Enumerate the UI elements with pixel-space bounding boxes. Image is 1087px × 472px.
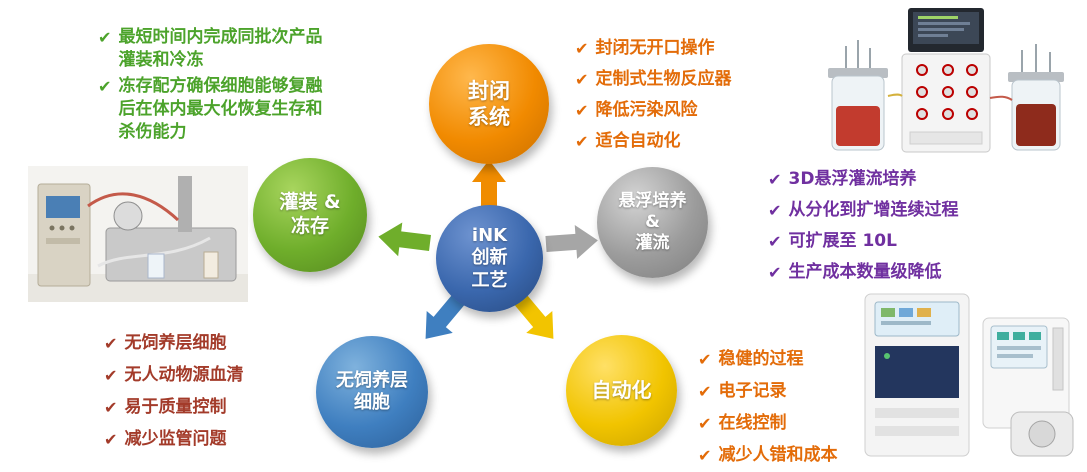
filling-console — [37, 183, 91, 287]
check-icon: ✔ — [575, 39, 589, 58]
bioreactor-cabinet — [901, 53, 991, 153]
node-closed-system: 封闭 系统 — [429, 44, 549, 164]
node-label-line: 灌装 & — [279, 191, 341, 214]
node-feeder-free: 无饲养层 细胞 — [316, 336, 428, 448]
benefit-item: ✔ 生产成本数量级降低 — [768, 261, 959, 284]
arrow-to-suspension — [545, 224, 598, 259]
benefit-item: ✔ 可扩展至 10L — [768, 230, 959, 253]
benefit-item: ✔ 减少人错和成本 — [698, 444, 838, 467]
check-icon: ✔ — [575, 100, 589, 120]
arrow-to-fill-freeze — [378, 222, 431, 257]
node-fill-freeze: 灌装 & 冻存 — [253, 158, 367, 272]
benefit-item: ✔ 在线控制 — [698, 412, 838, 435]
check-icon: ✔ — [698, 350, 712, 369]
benefit-text: 无饲养层细胞 — [124, 333, 227, 353]
benefit-text: 减少人错和成本 — [718, 444, 838, 465]
check-icon: ✔ — [98, 28, 112, 47]
node-label-line: 系统 — [468, 105, 510, 129]
benefit-item: ✔ 降低污染风险 — [575, 99, 732, 122]
benefit-item: ✔ 3D悬浮灌流培养 — [768, 168, 959, 191]
node-suspension-perfusion: 悬浮培养 & 灌流 — [597, 167, 708, 278]
hub-label-line: 创新 — [471, 247, 508, 269]
node-label-line: 灌流 — [635, 233, 670, 254]
node-label-line: 冻存 — [290, 215, 329, 237]
benefit-text: 最短时间内完成同批次产品灌装和冷冻 — [118, 27, 323, 70]
benefit-item: ✔ 最短时间内完成同批次产品灌装和冷冻 — [98, 26, 348, 72]
feeder-free-benefits-list: ✔ 无饲养层细胞 ✔ 无人动物源血清 ✔ 易于质量控制 ✔ 减少监管问题 — [104, 332, 244, 451]
benefit-text: 定制式生物反应器 — [595, 68, 732, 89]
node-automation: 自动化 — [566, 335, 677, 446]
benefit-item: ✔ 无人动物源血清 — [104, 364, 244, 387]
node-label-line: 细胞 — [354, 392, 390, 413]
benefit-text: 从分化到扩增连续过程 — [788, 199, 959, 220]
arrow-to-feeder-free — [425, 293, 466, 339]
hub-ink-process: iNK 创新 工艺 — [436, 205, 543, 312]
benefit-text: 稳健的过程 — [718, 349, 804, 369]
benefit-text: 冻存配方确保细胞能够复融后在体内最大化恢复生存和杀伤能力 — [118, 75, 323, 142]
check-icon: ✔ — [104, 365, 118, 385]
node-label-line: 自动化 — [591, 378, 652, 402]
benefit-text: 3D悬浮灌流培养 — [788, 169, 917, 189]
node-label-line: 封闭 — [468, 78, 510, 103]
check-icon: ✔ — [698, 413, 712, 433]
automation-instrument-left — [864, 293, 970, 457]
benefit-text: 在线控制 — [718, 412, 787, 433]
benefit-item: ✔ 稳健的过程 — [698, 348, 838, 371]
filling-machine-photo — [28, 166, 248, 302]
benefit-text: 电子记录 — [718, 380, 787, 401]
fill-freeze-benefits-list: ✔ 最短时间内完成同批次产品灌装和冷冻 ✔ 冻存配方确保细胞能够复融后在体内最大… — [98, 26, 348, 144]
bioreactor-monitor — [908, 8, 984, 52]
check-icon: ✔ — [104, 334, 118, 353]
bioreactor-vessel-left — [828, 40, 888, 151]
check-icon: ✔ — [575, 69, 589, 89]
benefit-text: 减少监管问题 — [124, 428, 227, 449]
benefit-item: ✔ 冻存配方确保细胞能够复融后在体内最大化恢复生存和杀伤能力 — [98, 75, 348, 144]
node-label-line: 无饲养层 — [336, 369, 408, 391]
automation-system-photo — [861, 288, 1087, 464]
suspension-benefits-list: ✔ 3D悬浮灌流培养 ✔ 从分化到扩增连续过程 ✔ 可扩展至 10L ✔ 生产成… — [768, 168, 959, 284]
check-icon: ✔ — [104, 429, 118, 449]
benefit-item: ✔ 封闭无开口操作 — [575, 37, 732, 60]
check-icon: ✔ — [768, 231, 782, 251]
hub-label-line: iNK — [471, 224, 508, 246]
arrow-to-closed-system — [472, 160, 506, 212]
check-icon: ✔ — [768, 200, 782, 220]
benefit-item: ✔ 电子记录 — [698, 380, 838, 403]
benefit-item: ✔ 易于质量控制 — [104, 396, 244, 419]
bioreactor-photo — [806, 6, 1086, 158]
benefit-text: 易于质量控制 — [124, 396, 227, 417]
check-icon: ✔ — [575, 131, 589, 151]
check-icon: ✔ — [698, 381, 712, 401]
check-icon: ✔ — [768, 262, 782, 282]
benefit-text: 适合自动化 — [595, 130, 681, 151]
benefit-text: 可扩展至 10L — [788, 230, 897, 251]
benefit-item: ✔ 从分化到扩增连续过程 — [768, 199, 959, 222]
check-icon: ✔ — [98, 76, 112, 96]
automation-benefits-list: ✔ 稳健的过程 ✔ 电子记录 ✔ 在线控制 ✔ 减少人错和成本 — [698, 348, 838, 467]
benefit-text: 封闭无开口操作 — [595, 38, 715, 58]
bioreactor-vessel-right — [1008, 44, 1064, 151]
check-icon: ✔ — [698, 445, 712, 465]
benefit-item: ✔ 减少监管问题 — [104, 428, 244, 451]
check-icon: ✔ — [768, 170, 782, 189]
benefit-item: ✔ 适合自动化 — [575, 130, 732, 153]
hub-label-line: 工艺 — [471, 269, 508, 291]
automation-instrument-right — [982, 317, 1074, 457]
filling-unit — [87, 176, 237, 282]
benefit-text: 生产成本数量级降低 — [788, 261, 942, 282]
node-label-line: 悬浮培养 — [618, 190, 687, 211]
benefit-text: 降低污染风险 — [595, 99, 698, 120]
benefit-item: ✔ 无饲养层细胞 — [104, 332, 244, 355]
node-label-line: & — [645, 211, 660, 232]
benefit-item: ✔ 定制式生物反应器 — [575, 68, 732, 91]
arrow-to-automation — [513, 293, 554, 339]
closed-system-benefits-list: ✔ 封闭无开口操作 ✔ 定制式生物反应器 ✔ 降低污染风险 ✔ 适合自动化 — [575, 37, 732, 153]
check-icon: ✔ — [104, 397, 118, 417]
benefit-text: 无人动物源血清 — [124, 364, 244, 385]
